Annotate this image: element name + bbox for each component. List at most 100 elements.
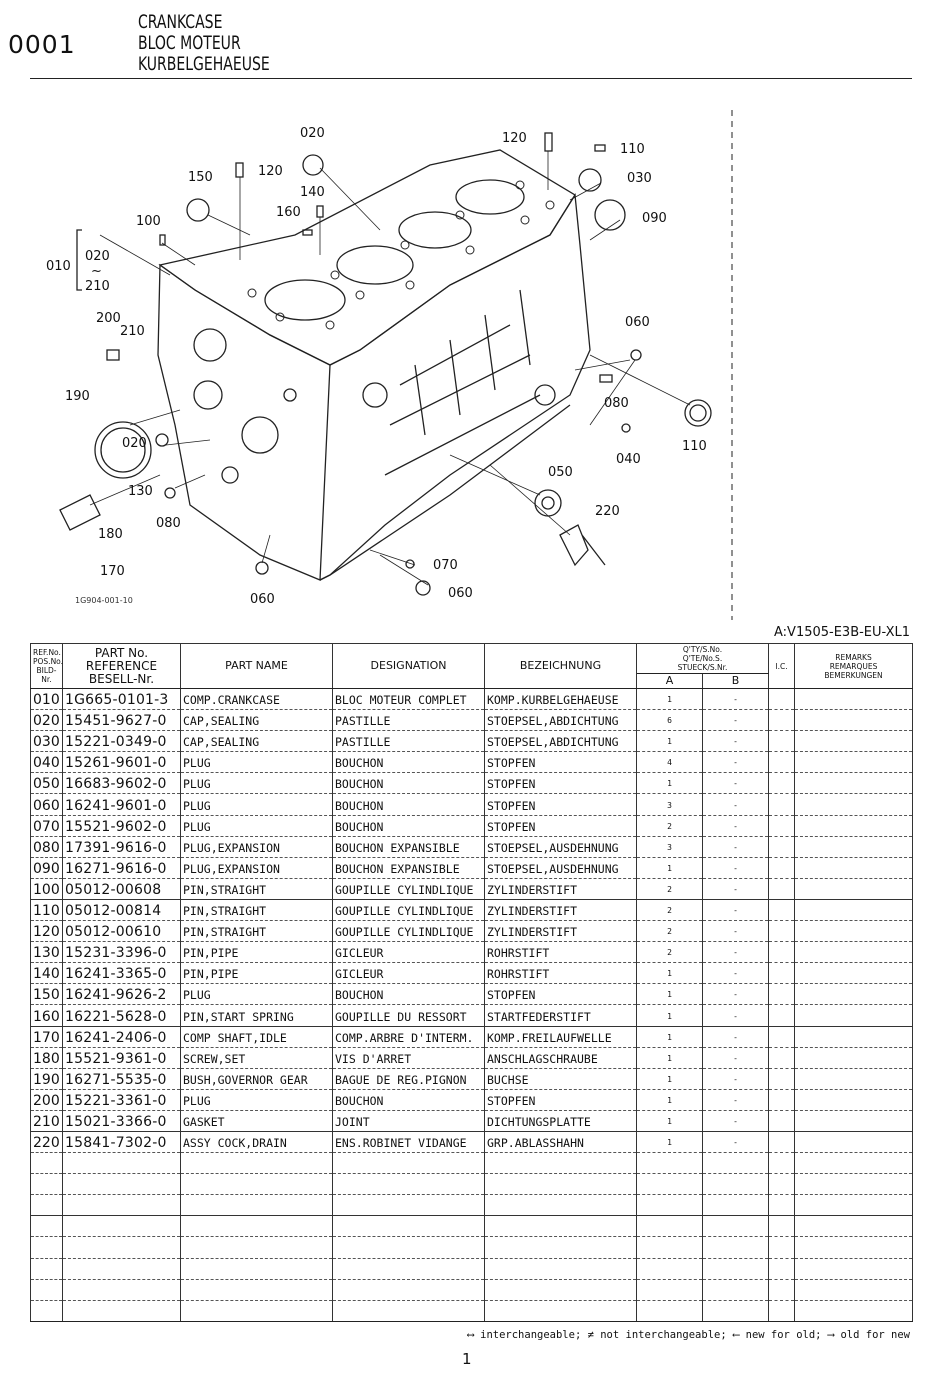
cell-ref: 140 xyxy=(30,962,63,985)
cell-ic xyxy=(768,815,796,837)
group-code: 0001 xyxy=(8,30,76,59)
cell-remarks xyxy=(794,941,914,964)
cell-bezeichnung: ROHRSTIFT xyxy=(484,962,637,985)
cell-qty-a: 2 xyxy=(636,920,703,943)
empty-cell xyxy=(62,1258,181,1280)
cell-ref: 190 xyxy=(30,1068,63,1090)
empty-cell xyxy=(332,1236,485,1259)
cell-ic xyxy=(768,730,796,753)
cell-bezeichnung: DICHTUNGSPLATTE xyxy=(484,1110,637,1132)
cell-ref: 030 xyxy=(30,730,63,753)
empty-cell xyxy=(768,1236,796,1259)
cell-remarks xyxy=(794,772,914,795)
cell-part-no: 05012-00608 xyxy=(62,878,181,900)
cell-qty-a: 1 xyxy=(636,1047,703,1069)
cell-bezeichnung: ANSCHLAGSCHRAUBE xyxy=(484,1047,637,1069)
empty-cell xyxy=(30,1300,63,1322)
header-ic: I.C. xyxy=(768,643,796,689)
cell-qty-b: - xyxy=(701,1110,770,1132)
cell-qty-b: - xyxy=(701,962,770,985)
empty-cell xyxy=(484,1258,637,1280)
svg-text:190: 190 xyxy=(65,389,90,404)
cell-qty-b: - xyxy=(701,751,770,774)
empty-cell xyxy=(180,1215,333,1238)
cell-ic xyxy=(768,1131,796,1154)
svg-text:120: 120 xyxy=(502,131,527,146)
cell-part-no: 16221-5628-0 xyxy=(62,1004,181,1027)
cell-bezeichnung: STOEPSEL,AUSDEHNUNG xyxy=(484,836,637,858)
cell-qty-a: 1 xyxy=(636,1110,703,1132)
empty-cell xyxy=(30,1173,63,1196)
svg-text:~: ~ xyxy=(91,264,102,279)
table-row-empty xyxy=(30,1152,914,1175)
svg-text:120: 120 xyxy=(258,164,283,179)
cell-part-name: PIN,STRAIGHT xyxy=(180,920,333,943)
cell-part-name: PIN,START SPRING xyxy=(180,1004,333,1027)
cell-designation: GOUPILLE DU RESSORT xyxy=(332,1004,485,1027)
empty-cell xyxy=(636,1279,703,1301)
empty-cell xyxy=(794,1300,914,1322)
cell-ic xyxy=(768,1089,796,1111)
cell-qty-a: 2 xyxy=(636,878,703,900)
cell-designation: COMP.ARBRE D'INTERM. xyxy=(332,1026,485,1048)
cell-ic xyxy=(768,793,796,816)
cell-remarks xyxy=(794,836,914,858)
header-designation: DESIGNATION xyxy=(332,643,485,689)
cell-ref: 120 xyxy=(30,920,63,943)
empty-cell xyxy=(62,1279,181,1301)
cell-designation: VIS D'ARRET xyxy=(332,1047,485,1069)
table-row-empty xyxy=(30,1173,914,1196)
table-row-empty xyxy=(30,1300,914,1322)
cell-qty-a: 4 xyxy=(636,751,703,774)
empty-cell xyxy=(768,1194,796,1217)
cell-part-name: ASSY COCK,DRAIN xyxy=(180,1131,333,1154)
title-de: KURBELGEHAEUSE xyxy=(138,53,270,75)
cell-designation: PASTILLE xyxy=(332,730,485,753)
empty-cell xyxy=(332,1300,485,1322)
cell-qty-a: 1 xyxy=(636,1068,703,1090)
empty-cell xyxy=(30,1236,63,1259)
empty-cell xyxy=(62,1236,181,1259)
svg-text:080: 080 xyxy=(156,516,181,531)
svg-text:110: 110 xyxy=(682,439,707,454)
cell-bezeichnung: STOEPSEL,ABDICHTUNG xyxy=(484,709,637,732)
empty-cell xyxy=(768,1279,796,1301)
empty-cell xyxy=(484,1300,637,1322)
svg-text:080: 080 xyxy=(604,396,629,411)
cell-part-no: 16241-3365-0 xyxy=(62,962,181,985)
cell-bezeichnung: ROHRSTIFT xyxy=(484,941,637,964)
cell-ref: 130 xyxy=(30,941,63,964)
cell-ic xyxy=(768,878,796,900)
header-bezeichnung: BEZEICHNUNG xyxy=(484,643,637,689)
cell-ic xyxy=(768,920,796,943)
cell-designation: BOUCHON xyxy=(332,1089,485,1111)
cell-remarks xyxy=(794,983,914,1006)
cell-qty-b: - xyxy=(701,857,770,879)
cell-part-name: SCREW,SET xyxy=(180,1047,333,1069)
svg-text:050: 050 xyxy=(548,465,573,480)
empty-cell xyxy=(484,1279,637,1301)
cell-qty-b: - xyxy=(701,836,770,858)
empty-cell xyxy=(636,1215,703,1238)
cell-part-no: 16271-9616-0 xyxy=(62,857,181,879)
title-en: CRANKCASE xyxy=(138,11,223,33)
empty-cell xyxy=(180,1173,333,1196)
cell-remarks xyxy=(794,793,914,816)
cell-remarks xyxy=(794,1131,914,1154)
cell-remarks xyxy=(794,1068,914,1090)
cell-bezeichnung: KOMP.FREILAUFWELLE xyxy=(484,1026,637,1048)
header-qty-b: B xyxy=(701,673,770,689)
svg-text:140: 140 xyxy=(300,185,325,200)
empty-cell xyxy=(768,1173,796,1196)
empty-cell xyxy=(332,1173,485,1196)
cell-ref: 060 xyxy=(30,793,63,816)
empty-cell xyxy=(30,1258,63,1280)
cell-part-no: 15451-9627-0 xyxy=(62,709,181,732)
empty-cell xyxy=(794,1194,914,1217)
cell-part-name: PLUG xyxy=(180,793,333,816)
